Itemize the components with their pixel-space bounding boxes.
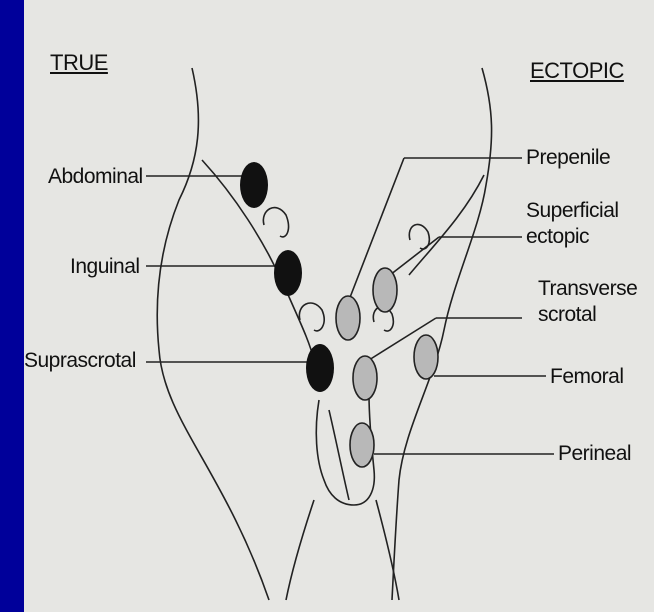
label-femoral: Femoral (550, 366, 624, 387)
body-outline-left (157, 68, 269, 600)
testis-femoral (414, 335, 438, 379)
label-transverse-line1: Transverse (538, 278, 637, 299)
ring-left-lower (299, 303, 324, 331)
testis-prepenile (336, 296, 360, 340)
testis-abdominal (240, 162, 268, 208)
testis-inguinal (274, 250, 302, 296)
testis-suprascrotal (306, 344, 334, 392)
label-transverse-line2: scrotal (538, 304, 596, 325)
label-perineal: Perineal (558, 443, 631, 464)
label-abdominal: Abdominal (48, 166, 143, 187)
label-suprascrotal: Suprascrotal (24, 350, 136, 371)
testis-superficial-ectopic (373, 268, 397, 312)
testis-transverse-scrotal (353, 356, 377, 400)
ring-left-upper (263, 208, 288, 237)
thigh-line-left (286, 500, 314, 600)
header-ectopic: ECTOPIC (530, 60, 624, 82)
thigh-line-right (376, 500, 399, 600)
label-superficial-line1: Superficial (526, 200, 619, 221)
body-outline-right (392, 68, 492, 600)
label-inguinal: Inguinal (70, 256, 140, 277)
ring-right-upper (409, 224, 429, 249)
testis-perineal (350, 423, 374, 467)
header-true: TRUE (50, 52, 108, 74)
label-prepenile: Prepenile (526, 147, 610, 168)
label-superficial-line2: ectopic (526, 226, 589, 247)
diagram-page: TRUE ECTOPIC Abdominal Inguinal Suprascr… (24, 0, 654, 612)
